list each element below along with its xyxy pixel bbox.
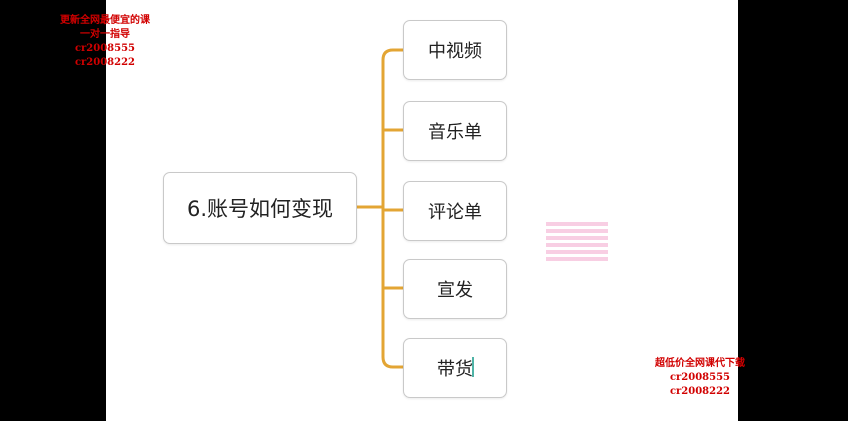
branch-node-zhongshipin: 中视频 [403,20,507,80]
watermark-line: cr2008222 [74,57,136,68]
branch-node-yinyuedan: 音乐单 [403,101,507,161]
branch-node-daihuo: 带货 [403,338,507,398]
branch-label: 音乐单 [428,122,482,143]
watermark-line: 超低价全网课代下载 [655,358,745,369]
mindmap-root-node: 6.账号如何变现 [163,172,357,244]
blurred-overlay [546,222,608,262]
text-cursor [472,357,474,377]
watermark-line: cr2008222 [669,386,731,397]
watermark-top-left: 更新全网最便宜的课 一对一指导 cr2008555 cr2008222 [40,14,170,70]
root-label: 6.账号如何变现 [186,197,334,221]
watermark-line: 一对一指导 [80,29,130,40]
branch-label: 中视频 [428,41,482,62]
branch-node-pinglundan: 评论单 [403,181,507,241]
branch-label: 宣发 [437,280,473,301]
watermark-line: cr2008555 [669,372,731,383]
watermark-line: cr2008555 [74,43,136,54]
watermark-bottom-right: 超低价全网课代下载 cr2008555 cr2008222 [630,357,770,399]
branch-label: 带货 [437,359,473,380]
branch-label: 评论单 [428,202,482,223]
branch-node-xuanfa: 宣发 [403,259,507,319]
watermark-line: 更新全网最便宜的课 [60,15,150,26]
